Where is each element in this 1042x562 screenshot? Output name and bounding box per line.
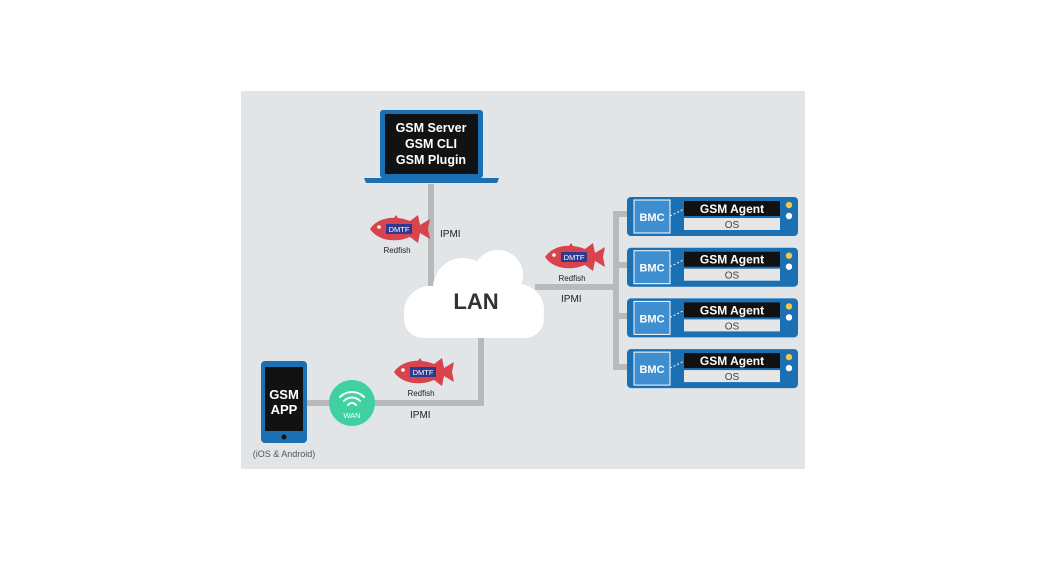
status-led-white <box>785 212 793 220</box>
gsm-app-phone: GSM APP <box>261 361 307 443</box>
agent-label: GSM Agent <box>700 354 764 368</box>
redfish-logo-phone: DMTF Redfish <box>394 358 454 398</box>
bmc-label: BMC <box>639 212 664 224</box>
bmc-link <box>669 309 685 318</box>
phone-line-1: GSM <box>269 387 299 402</box>
server-line-1: GSM Server <box>396 121 467 135</box>
wifi-icon <box>339 391 365 406</box>
agent-bar <box>684 353 780 369</box>
gsm-server-laptop: GSM Server GSM CLI GSM Plugin <box>364 110 499 183</box>
agent-bar <box>684 251 780 267</box>
status-led-yellow <box>785 252 793 259</box>
phone-screen <box>265 367 303 431</box>
server-line-3: GSM Plugin <box>396 153 466 167</box>
bmc-label: BMC <box>639 263 664 275</box>
status-led-white <box>785 263 793 270</box>
bmc-label: BMC <box>639 313 664 325</box>
bmc-box <box>633 199 671 234</box>
os-label: OS <box>725 321 740 332</box>
lan-label: LAN <box>453 289 498 314</box>
agents-ipmi-label: IPMI <box>561 294 582 305</box>
status-led-white <box>785 364 793 372</box>
wan-node: WAN <box>329 380 375 426</box>
phone-line-2: APP <box>271 402 298 417</box>
wan-label: WAN <box>343 411 360 420</box>
bmc-link <box>669 259 685 268</box>
agent-label: GSM Agent <box>700 202 764 216</box>
bmc-label: BMC <box>639 364 664 376</box>
phone-caption: (iOS & Android) <box>253 449 316 459</box>
redfish-badge-text: DMTF <box>389 225 410 234</box>
status-led-yellow <box>785 201 793 209</box>
redfish-badge-text: DMTF <box>564 253 585 262</box>
bmc-box <box>633 250 671 285</box>
agent-label: GSM Agent <box>700 303 764 317</box>
agent-bar <box>684 201 780 216</box>
phone-ipmi-label: IPMI <box>410 410 431 421</box>
redfish-caption: Redfish <box>407 389 434 398</box>
laptop-screen <box>385 114 478 174</box>
agent-bar <box>684 302 780 318</box>
os-bar <box>684 268 780 281</box>
redfish-caption: Redfish <box>558 274 585 283</box>
phone-home-button <box>281 434 287 440</box>
lan-cloud: LAN <box>404 250 544 338</box>
server-ipmi-label: IPMI <box>440 229 461 240</box>
os-bar <box>684 370 780 383</box>
laptop-base <box>364 178 499 183</box>
redfish-badge-text: DMTF <box>413 368 434 377</box>
redfish-logo-server: DMTF Redfish <box>370 215 430 255</box>
bmc-link <box>669 208 685 217</box>
os-label: OS <box>725 372 740 383</box>
bmc-box <box>633 351 671 386</box>
redfish-caption: Redfish <box>383 246 410 255</box>
os-label: OS <box>725 271 740 282</box>
bmc-box <box>633 300 671 335</box>
agent-label: GSM Agent <box>700 253 764 267</box>
redfish-logo-agents: DMTF Redfish <box>545 243 605 283</box>
os-bar <box>684 319 780 332</box>
os-label: OS <box>725 220 740 231</box>
status-led-yellow <box>785 353 793 361</box>
bmc-link <box>669 360 685 369</box>
status-led-yellow <box>785 303 793 310</box>
status-led-white <box>785 314 793 321</box>
os-bar <box>684 218 780 230</box>
server-line-2: GSM CLI <box>405 137 457 151</box>
